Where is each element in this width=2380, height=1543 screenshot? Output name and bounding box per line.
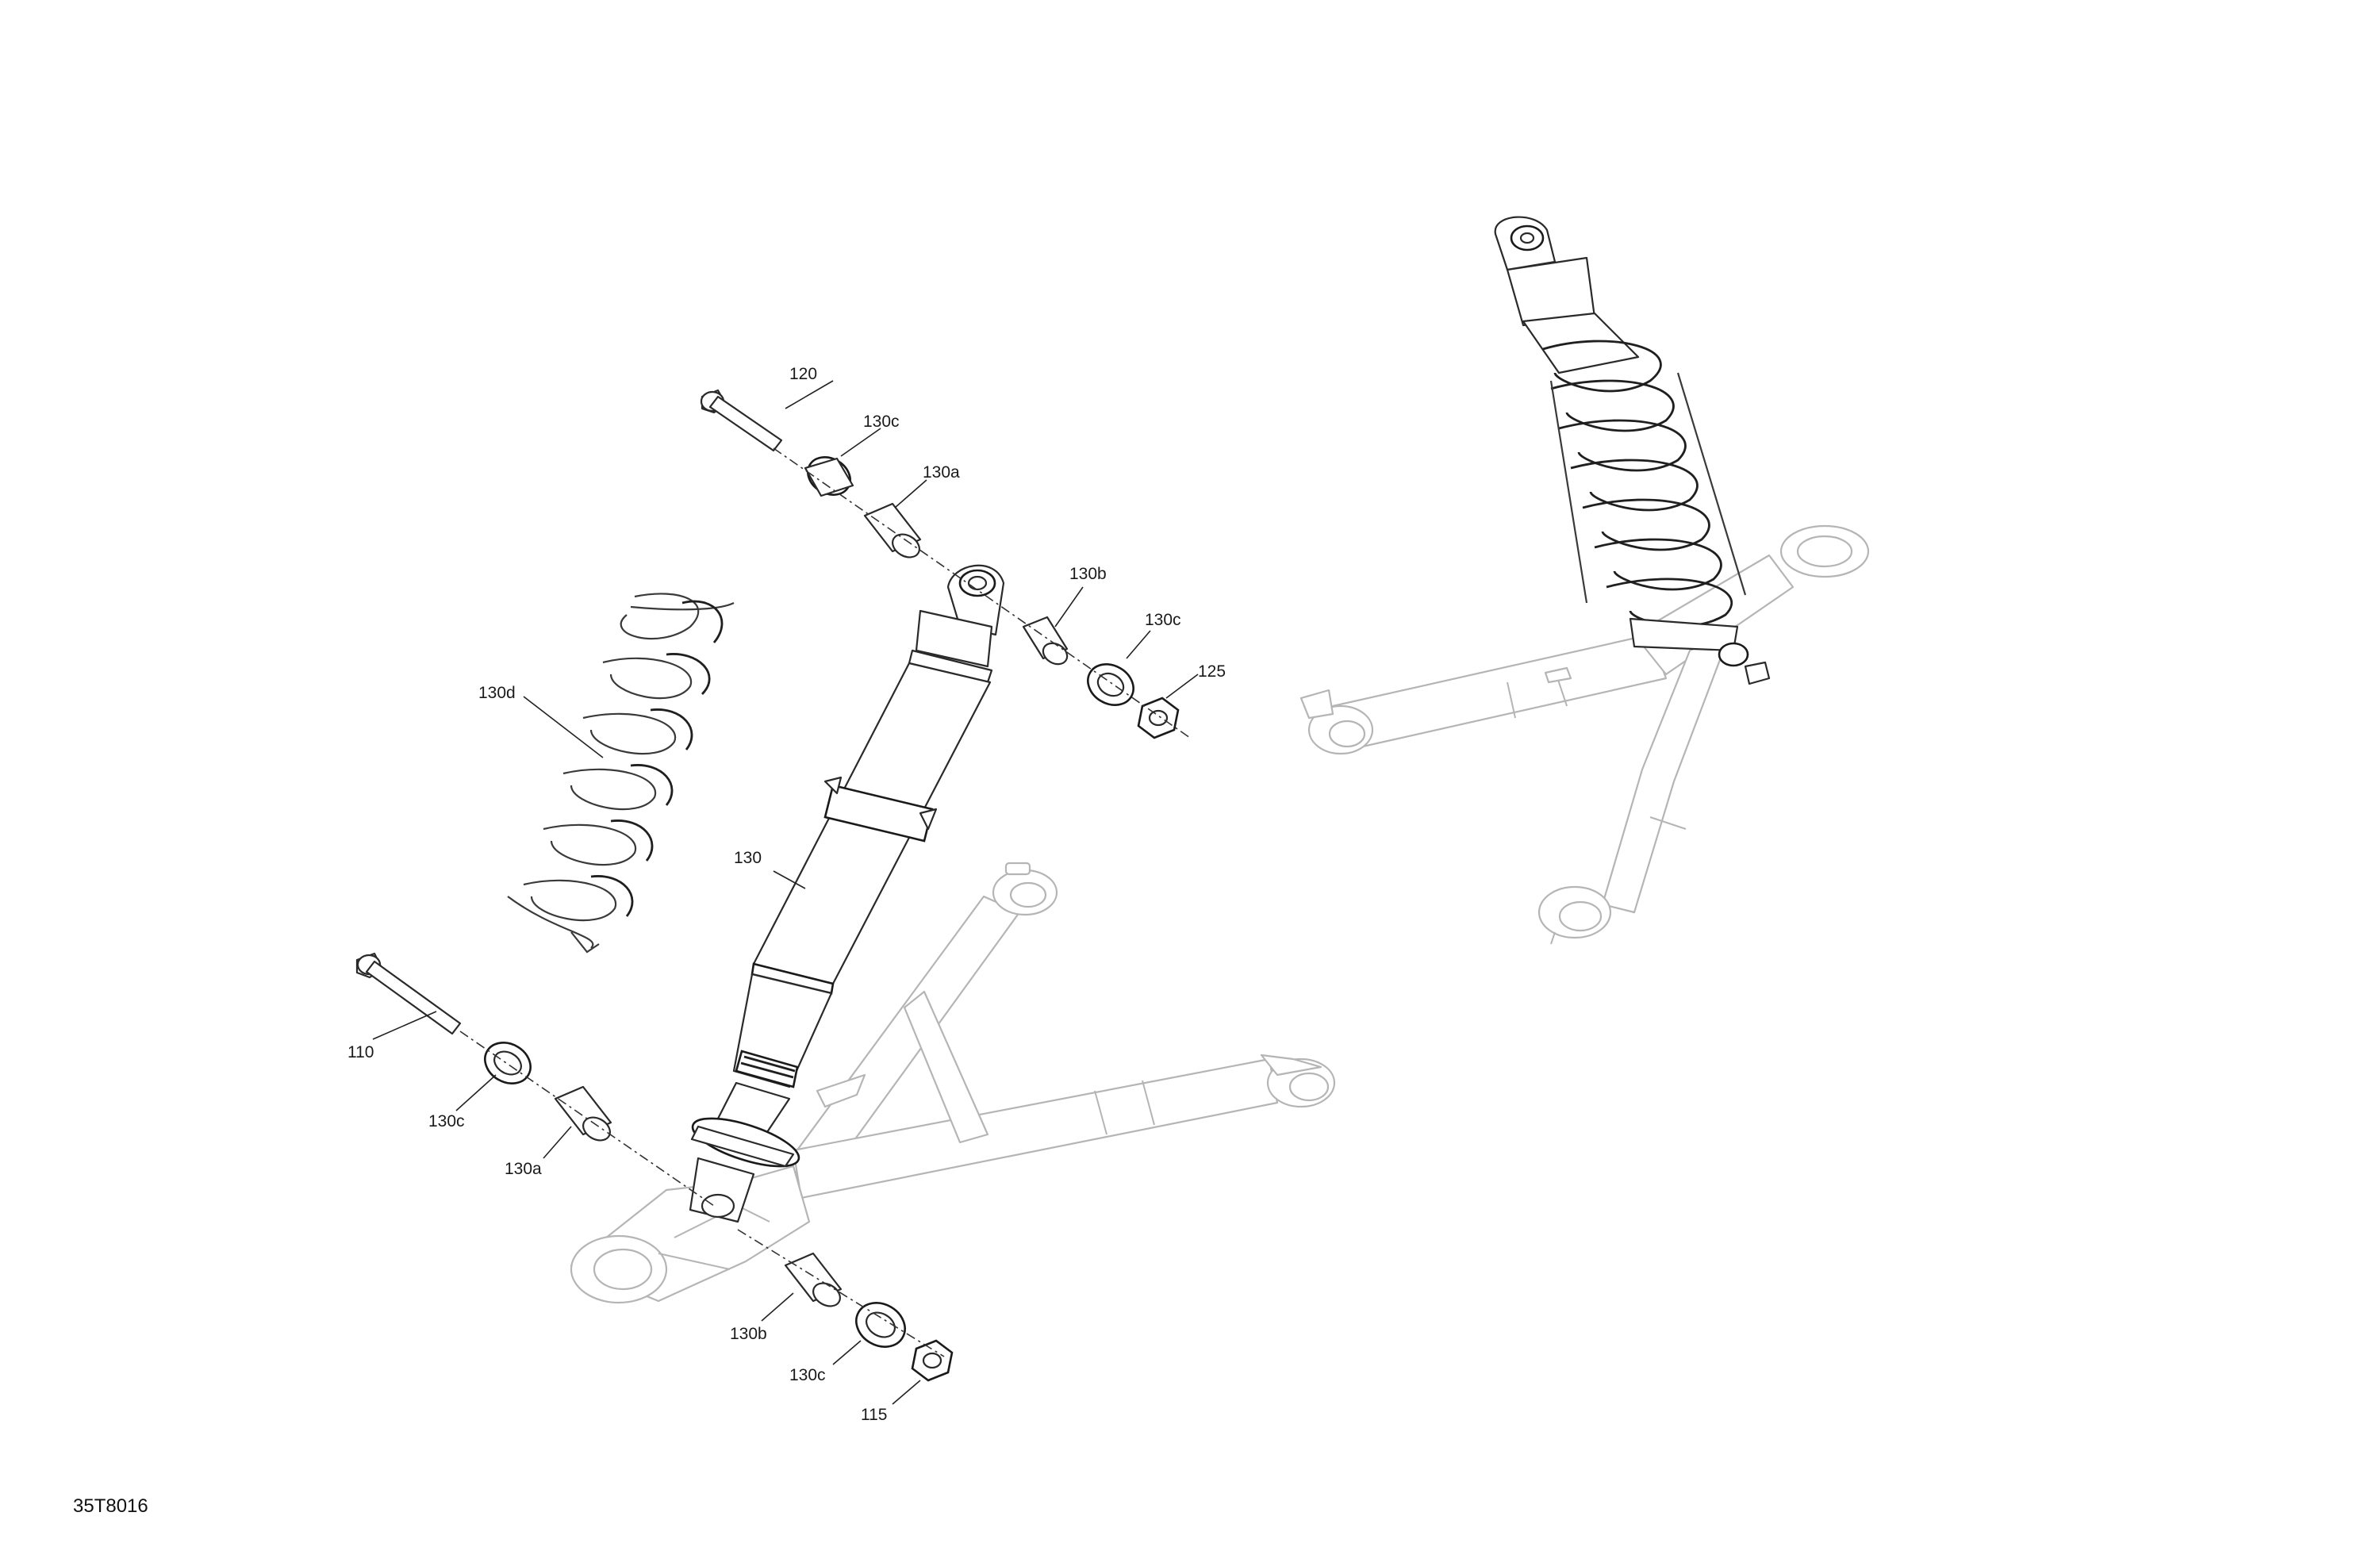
spacer-130b-top (1022, 616, 1069, 666)
spacer-130a-top (863, 502, 922, 558)
callout-130c-top-a: 130c (863, 413, 900, 431)
top-hardware (700, 389, 1191, 739)
leader-lines (372, 380, 1199, 1405)
bolt-110 (355, 952, 462, 1035)
callout-130c-bottom-a: 130c (428, 1112, 465, 1130)
callout-130b-top: 130b (1069, 565, 1107, 583)
bushing-130c-bottom-b (855, 1302, 906, 1348)
callout-130a-top: 130a (923, 463, 960, 482)
assembled-view (1299, 216, 1870, 945)
nut-125 (1137, 697, 1180, 739)
callout-labels: 120 130c 130a 130b 130c 125 130d 130 110… (347, 365, 1226, 1424)
callout-130: 130 (734, 849, 762, 867)
callout-110: 110 (347, 1043, 374, 1061)
bushing-130c-top-a (804, 456, 854, 497)
bottom-hardware (355, 952, 954, 1382)
diagram-reference-id: 35T8016 (73, 1495, 148, 1517)
callout-130c-bottom-b: 130c (789, 1366, 826, 1384)
callout-130b-bottom: 130b (730, 1325, 767, 1343)
shock-absorber (689, 564, 1005, 1223)
spacer-130a-bottom (554, 1085, 612, 1142)
coil-spring (507, 593, 735, 954)
lower-a-arm-ghost (570, 862, 1336, 1304)
bolt-120 (700, 389, 783, 452)
nut-115 (911, 1339, 954, 1382)
callout-120: 120 (789, 365, 817, 383)
assembled-a-arm-ghost (1299, 524, 1870, 945)
callout-125: 125 (1198, 662, 1226, 681)
callout-130a-bottom: 130a (505, 1160, 542, 1178)
bushing-130c-top-b (1087, 663, 1134, 706)
assembled-shock (1494, 216, 1771, 685)
callout-115: 115 (861, 1406, 887, 1424)
spacer-130b-bottom (784, 1252, 843, 1307)
callout-130c-top-b: 130c (1145, 611, 1181, 629)
callout-130d: 130d (478, 684, 516, 702)
